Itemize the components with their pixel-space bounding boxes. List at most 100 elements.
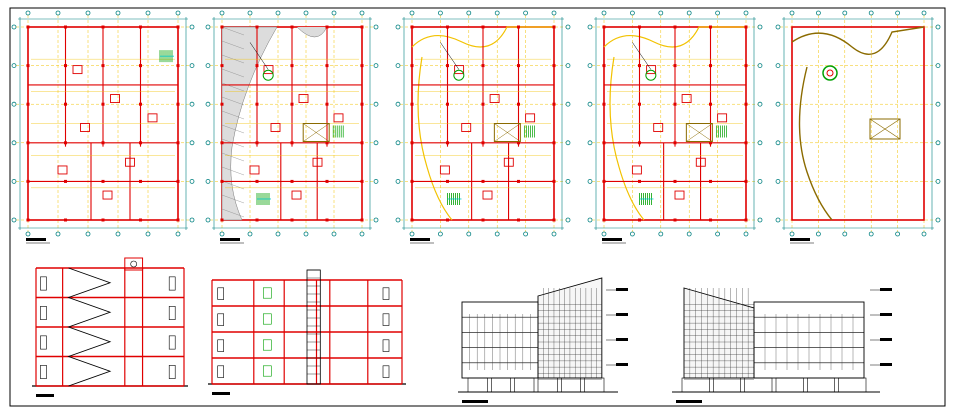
- axis-bubble: [587, 140, 593, 146]
- axis-bubble: [373, 178, 379, 184]
- hatch-line: [221, 96, 245, 106]
- window: [382, 365, 390, 378]
- room-unit: [80, 123, 90, 132]
- section-hatch-window: [262, 365, 272, 377]
- hatch-line: [221, 166, 245, 176]
- column: [517, 218, 520, 222]
- level-tag: [880, 313, 892, 316]
- spiral-stair: [453, 69, 465, 81]
- column: [673, 64, 677, 68]
- column: [552, 218, 556, 222]
- room-unit: [270, 123, 281, 132]
- room-unit: [653, 123, 664, 132]
- column: [139, 179, 142, 183]
- column: [101, 179, 105, 183]
- hatched-notch: [296, 26, 328, 38]
- hatch-line: [221, 124, 245, 134]
- column: [255, 179, 259, 183]
- section-hatch-window: [262, 313, 272, 325]
- building-sections: [32, 257, 406, 397]
- tower-detail: [130, 260, 137, 268]
- hatch-line: [221, 208, 245, 218]
- column: [139, 64, 142, 68]
- room-unit: [489, 94, 500, 104]
- room-unit: [333, 113, 344, 123]
- window: [40, 306, 47, 320]
- axis-bubble: [587, 178, 593, 184]
- column: [255, 141, 259, 145]
- column: [220, 179, 224, 183]
- axis-bubble: [437, 231, 443, 237]
- room-unit: [695, 157, 706, 167]
- axis-bubble: [842, 10, 848, 16]
- roof-opening-x: [869, 118, 901, 140]
- column: [638, 141, 641, 145]
- axis-bubble: [601, 10, 607, 16]
- room-unit: [681, 94, 692, 104]
- column: [602, 64, 606, 68]
- axis-bubble: [757, 178, 763, 184]
- column: [410, 141, 414, 145]
- axis-bubble: [551, 10, 557, 16]
- elevation-2: [672, 287, 892, 403]
- elevator-shaft: [306, 269, 321, 385]
- axis-bubble: [565, 178, 571, 184]
- axis-bubble: [523, 10, 528, 16]
- axis-bubble: [11, 178, 17, 184]
- axis-bubble: [189, 178, 195, 184]
- axis-bubble: [494, 231, 500, 237]
- axis-bubble: [686, 10, 692, 16]
- axis-bubble: [935, 140, 941, 146]
- lobby-box: [302, 123, 330, 142]
- axis-bubble: [895, 10, 900, 16]
- axis-bubble: [205, 217, 211, 223]
- column: [744, 218, 748, 222]
- column: [220, 64, 224, 68]
- column: [360, 218, 364, 222]
- plan-1: [11, 10, 195, 244]
- column: [410, 102, 414, 106]
- hatch-line: [221, 110, 245, 120]
- column: [552, 141, 556, 145]
- sheet-border: [9, 7, 946, 407]
- plan-title-mark: [26, 238, 46, 241]
- room-unit: [291, 190, 302, 200]
- column: [360, 25, 364, 29]
- floor-plans: [11, 10, 941, 244]
- column: [64, 179, 67, 183]
- column: [446, 141, 449, 145]
- column: [139, 102, 142, 106]
- spiral-stair: [645, 69, 657, 81]
- axis-bubble: [395, 24, 401, 30]
- column: [325, 141, 329, 145]
- plan-title-mark: [790, 238, 810, 241]
- shopfront: [537, 377, 558, 393]
- column: [446, 179, 449, 183]
- axis-bubble: [658, 10, 664, 16]
- axis-bubble: [303, 231, 309, 237]
- axis-bubble: [205, 24, 211, 30]
- curved-facade: [603, 26, 746, 48]
- window: [40, 365, 47, 379]
- axis-bubble: [757, 63, 763, 68]
- axis-bubble: [219, 231, 225, 237]
- column: [26, 64, 30, 68]
- leader-line: [440, 42, 460, 70]
- column: [410, 218, 414, 222]
- spiral-stair: [262, 69, 274, 81]
- column: [552, 102, 556, 106]
- axis-bubble: [775, 217, 781, 223]
- column: [176, 64, 180, 68]
- column: [26, 141, 30, 145]
- axis-bubble: [11, 101, 17, 107]
- column: [26, 218, 30, 222]
- lobby-x: [303, 123, 330, 142]
- axis-bubble: [565, 24, 571, 30]
- column: [517, 102, 520, 106]
- column: [255, 64, 259, 68]
- column: [325, 25, 329, 29]
- column: [139, 141, 142, 145]
- curved-facade: [411, 26, 554, 48]
- hatch-line: [221, 26, 245, 36]
